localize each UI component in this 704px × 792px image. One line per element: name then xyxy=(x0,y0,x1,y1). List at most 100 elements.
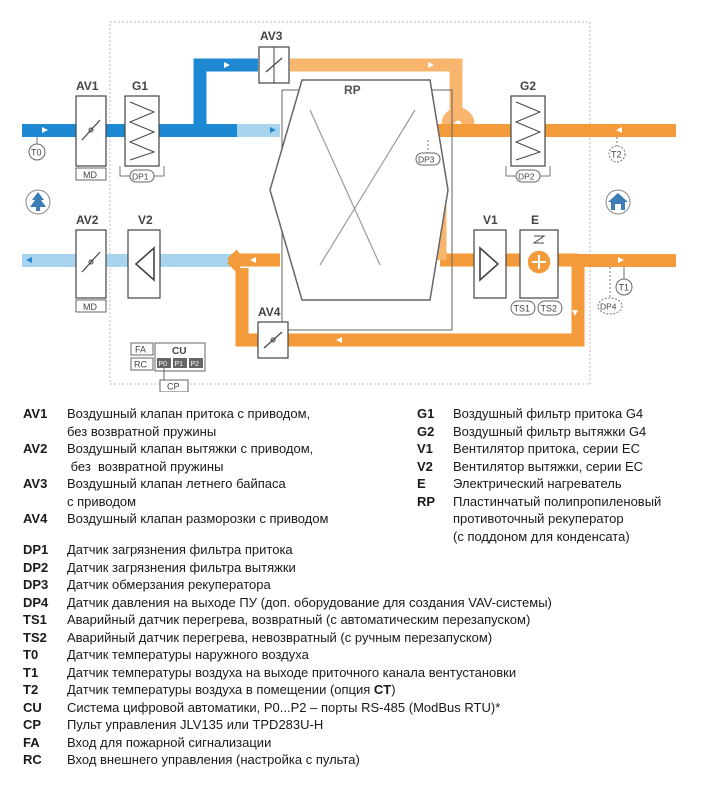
legend-desc: без возвратной пружины xyxy=(67,458,224,474)
legend-desc: Датчик загрязнения фильтра вытяжки xyxy=(67,559,296,575)
legend-desc: Датчик температуры наружного воздуха xyxy=(67,647,309,662)
legend-code: DP3 xyxy=(23,577,49,592)
rp-label: RP xyxy=(344,83,361,97)
legend-desc: Вход для пожарной сигнализации xyxy=(67,734,272,750)
legend-desc: Электрический нагреватель xyxy=(453,476,622,491)
cp-label: CP xyxy=(167,382,180,392)
g1-label: G1 xyxy=(132,79,148,93)
t0-label: T0 xyxy=(31,148,42,158)
legend-code: DP4 xyxy=(23,594,49,610)
port-p1 xyxy=(173,358,187,368)
legend-row: CU Система цифровой автоматики, P0...P2 –… xyxy=(23,699,552,717)
dp2-label: DP2 xyxy=(518,172,535,182)
supply-room-duct xyxy=(578,254,676,267)
t2-sensor xyxy=(608,145,626,163)
av1-label: AV1 xyxy=(76,79,99,93)
fa-input xyxy=(130,342,154,356)
legend-row: без возвратной пружины xyxy=(23,458,328,476)
legend-desc: Аварийный датчик перегрева, возвратный (… xyxy=(67,612,531,627)
legend-code: AV1 xyxy=(23,406,48,421)
g2-label: G2 xyxy=(520,79,536,93)
legend-desc: Вентилятор вытяжки, серии ЕС xyxy=(453,458,644,474)
p1-label: P1 xyxy=(175,361,184,368)
legend-row: FA Вход для пожарной сигнализации xyxy=(23,734,552,752)
legend-code: CU xyxy=(23,699,42,715)
rc-label: RC xyxy=(134,360,147,370)
t1-sensor xyxy=(615,278,633,296)
legend-desc: Датчик температуры воздуха в помещении (… xyxy=(67,682,374,697)
legend-code: T0 xyxy=(23,647,39,662)
legend-desc: Система цифровой автоматики, P0...P2 – п… xyxy=(67,699,501,715)
legend-code: CP xyxy=(23,717,42,732)
legend-row: T0 Датчик температуры наружного воздуха xyxy=(23,646,552,664)
dp1-label: DP1 xyxy=(132,172,149,182)
tree-icon xyxy=(25,189,51,215)
g1-filter xyxy=(124,95,160,167)
cu-label: CU xyxy=(172,346,186,357)
legend-code: DP1 xyxy=(23,542,49,557)
legend-code: AV4 xyxy=(23,511,48,526)
av4-label: AV4 xyxy=(258,305,281,319)
fa-label: FA xyxy=(135,345,146,355)
legend-row: AV1 Воздушный клапан притока с приводом, xyxy=(23,405,328,423)
legend-code: V2 xyxy=(417,458,433,474)
legend-code: V1 xyxy=(417,441,433,456)
rc-input xyxy=(130,357,154,371)
ts1-label: TS1 xyxy=(514,304,531,314)
unit-housing xyxy=(109,21,591,385)
legend-row: (с поддоном для конденсата) xyxy=(417,528,661,546)
legend-code: TS1 xyxy=(23,612,47,627)
ts2-label: TS2 xyxy=(541,304,558,314)
legend-row: CP Пульт управления JLV135 или TPD283U-H xyxy=(23,716,552,734)
legend-desc: Датчик температуры воздуха на выходе при… xyxy=(67,664,517,680)
extract-crossover-2 xyxy=(226,249,242,273)
dp1-sensor xyxy=(129,169,155,183)
av2-label: AV2 xyxy=(76,213,99,227)
legend-row: T2 Датчик температуры воздуха в помещении… xyxy=(23,681,552,699)
legend-code: T2 xyxy=(23,682,39,697)
legend-desc: Воздушный фильтр притока G4 xyxy=(453,406,644,421)
port-p0 xyxy=(157,358,171,368)
bypass-duct-cold xyxy=(193,58,258,130)
legend-code: FA xyxy=(23,734,40,750)
legend-row: G2 Воздушный фильтр вытяжки G4 xyxy=(417,423,661,441)
bypass-duct-warm xyxy=(290,58,463,118)
t1-label: T1 xyxy=(619,283,630,293)
legend-desc: Воздушный фильтр вытяжки G4 xyxy=(453,423,647,439)
av2-actuator-label: MD xyxy=(83,302,97,312)
legend-code: DP2 xyxy=(23,559,49,575)
e-label: E xyxy=(531,213,539,227)
v1-fan xyxy=(473,229,507,299)
dp4-sensor xyxy=(597,297,623,315)
av2-damper xyxy=(75,229,107,299)
recuperator-rp xyxy=(269,79,449,301)
dp3-sensor xyxy=(415,152,441,166)
legend-row: TS1 Аварийный датчик перегрева, возвратны… xyxy=(23,611,552,629)
legend-desc: Пульт управления JLV135 или TPD283U-H xyxy=(67,717,324,732)
legend-desc: Воздушный клапан притока с приводом, xyxy=(67,406,311,421)
legend-row: DP2 Датчик загрязнения фильтра вытяжки xyxy=(23,559,552,577)
v2-label: V2 xyxy=(138,213,153,227)
legend-code: G2 xyxy=(417,423,435,439)
legend-desc: Воздушный клапан летнего байпаса xyxy=(67,476,286,491)
legend-desc: Воздушный клапан вытяжки с приводом, xyxy=(67,441,314,456)
legend-code: T1 xyxy=(23,664,39,680)
av1-actuator xyxy=(75,167,107,181)
cp-panel xyxy=(159,379,189,392)
ts1-sensor xyxy=(510,300,536,316)
legend-desc-tail: ) xyxy=(391,682,396,697)
av3-label: AV3 xyxy=(260,29,283,43)
legend-desc: противоточный рекуператор xyxy=(453,511,624,526)
legend-desc: Воздушный клапан разморозки с приводом xyxy=(67,511,329,526)
legend-desc: Датчик давления на выходе ПУ (доп. обору… xyxy=(67,594,552,610)
p2-label: P2 xyxy=(191,361,200,368)
g2-filter xyxy=(510,95,546,167)
legend-desc: Вход внешнего управления (настройка с пу… xyxy=(67,752,360,767)
